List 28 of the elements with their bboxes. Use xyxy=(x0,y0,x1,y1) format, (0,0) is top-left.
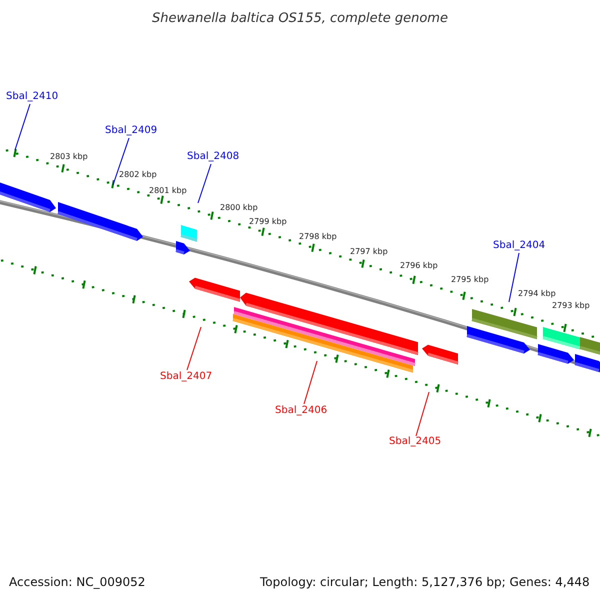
footer-text: Accession: NC_009052 xyxy=(9,576,146,588)
gene-label: Sbal_2407 xyxy=(160,372,212,382)
scale-label: 2798 kbp xyxy=(299,233,337,241)
leader-line xyxy=(198,164,212,204)
leader-line xyxy=(304,360,318,404)
gene-label: Sbal_2405 xyxy=(389,437,442,447)
gene-label: Sbal_2409 xyxy=(105,126,158,136)
scale-label: 2800 kbp xyxy=(220,204,258,212)
leader-line xyxy=(508,252,520,302)
scale-label: 2794 kbp xyxy=(518,290,556,298)
scale-label: 2793 kbp xyxy=(552,302,590,310)
leader-line xyxy=(112,138,130,186)
footer-text: Topology: circular; Length: 5,127,376 bp; Genes: 4,448 xyxy=(260,576,590,588)
gene-label: Sbal_2410 xyxy=(6,92,58,102)
scale-label: 2799 kbp xyxy=(249,218,287,226)
title: Shewanella baltica OS155, complete genome xyxy=(152,12,448,24)
scale-label: 2797 kbp xyxy=(350,248,388,256)
gene-label: Sbal_2408 xyxy=(187,152,240,162)
scale-label: 2795 kbp xyxy=(451,276,489,284)
leader-line xyxy=(416,392,430,436)
leader-line xyxy=(14,104,30,150)
scale-label: 2796 kbp xyxy=(400,262,438,270)
scale-label: 2803 kbp xyxy=(50,153,88,161)
scale-label: 2802 kbp xyxy=(119,171,157,179)
scale-label: 2801 kbp xyxy=(149,187,187,195)
leader-line xyxy=(186,326,202,370)
gene-label: Sbal_2404 xyxy=(493,241,546,251)
gene-label: Sbal_2406 xyxy=(275,406,328,416)
